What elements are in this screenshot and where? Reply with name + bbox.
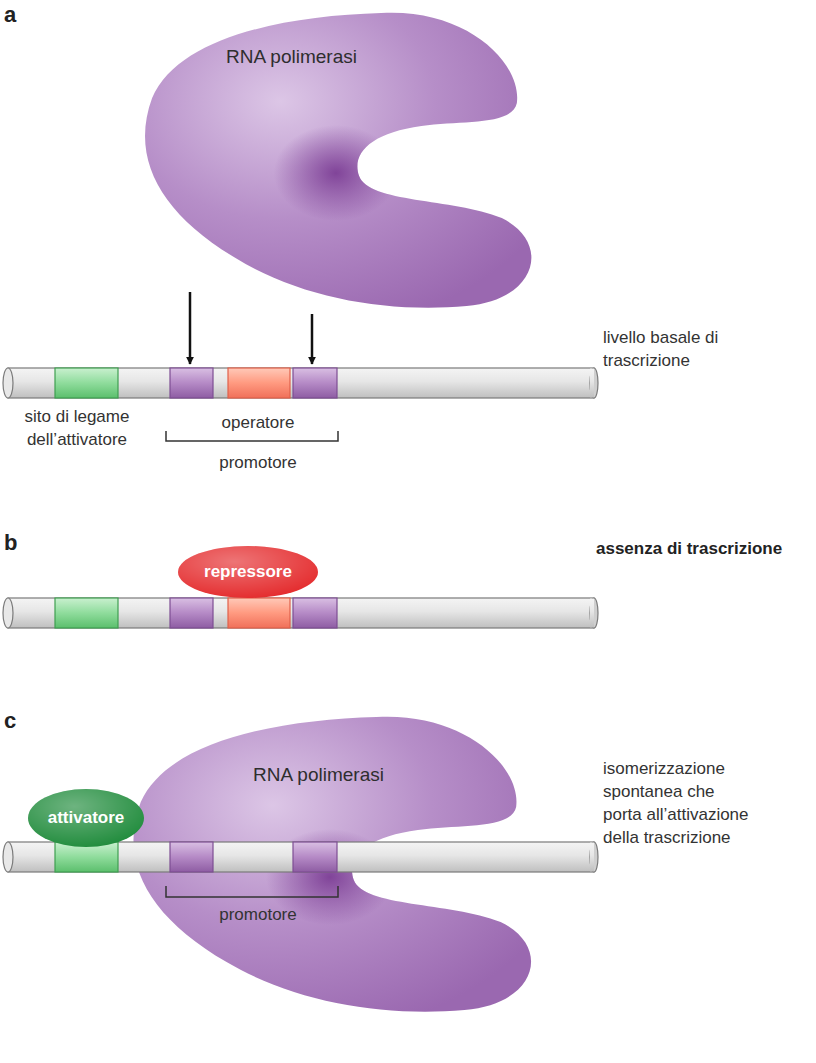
dna-segment (293, 842, 337, 872)
dna-segment (170, 598, 213, 628)
site-label: sito di legame dell’attivatore (2, 405, 152, 451)
panel-letter: c (4, 708, 16, 734)
panel-letter: a (4, 2, 16, 28)
dna-segment (55, 598, 118, 628)
binding-arrow (311, 314, 314, 364)
panel-letter: b (4, 530, 17, 556)
region-label: promotore (195, 903, 321, 926)
binding-arrow (189, 292, 192, 364)
bracket (166, 431, 338, 441)
node-label: RNA polimerasi (253, 764, 384, 786)
node-label: attivatore (28, 808, 144, 828)
region-label: promotore (202, 451, 314, 474)
dna-segment (55, 368, 118, 398)
dna-segment (228, 598, 290, 628)
rna-polymerase: RNA polimerasi (130, 8, 542, 308)
dna-tube (3, 598, 598, 628)
node-label: repressore (178, 562, 318, 582)
dna-segment (170, 842, 213, 872)
dna-tube (3, 368, 598, 398)
dna-segment (228, 368, 290, 398)
repressor-protein: repressore (178, 546, 318, 598)
dna-segment (293, 368, 337, 398)
region-label: operatore (202, 411, 314, 434)
state-note: assenza di trascrizione (596, 537, 782, 560)
dna-segment (293, 598, 337, 628)
state-note: livello basale di trascrizione (603, 326, 721, 372)
node-label: RNA polimerasi (226, 46, 357, 68)
dna-segment (170, 368, 213, 398)
state-note: isomerizzazione spontanea che porta all’… (603, 757, 753, 849)
activator-protein: attivatore (28, 789, 144, 847)
